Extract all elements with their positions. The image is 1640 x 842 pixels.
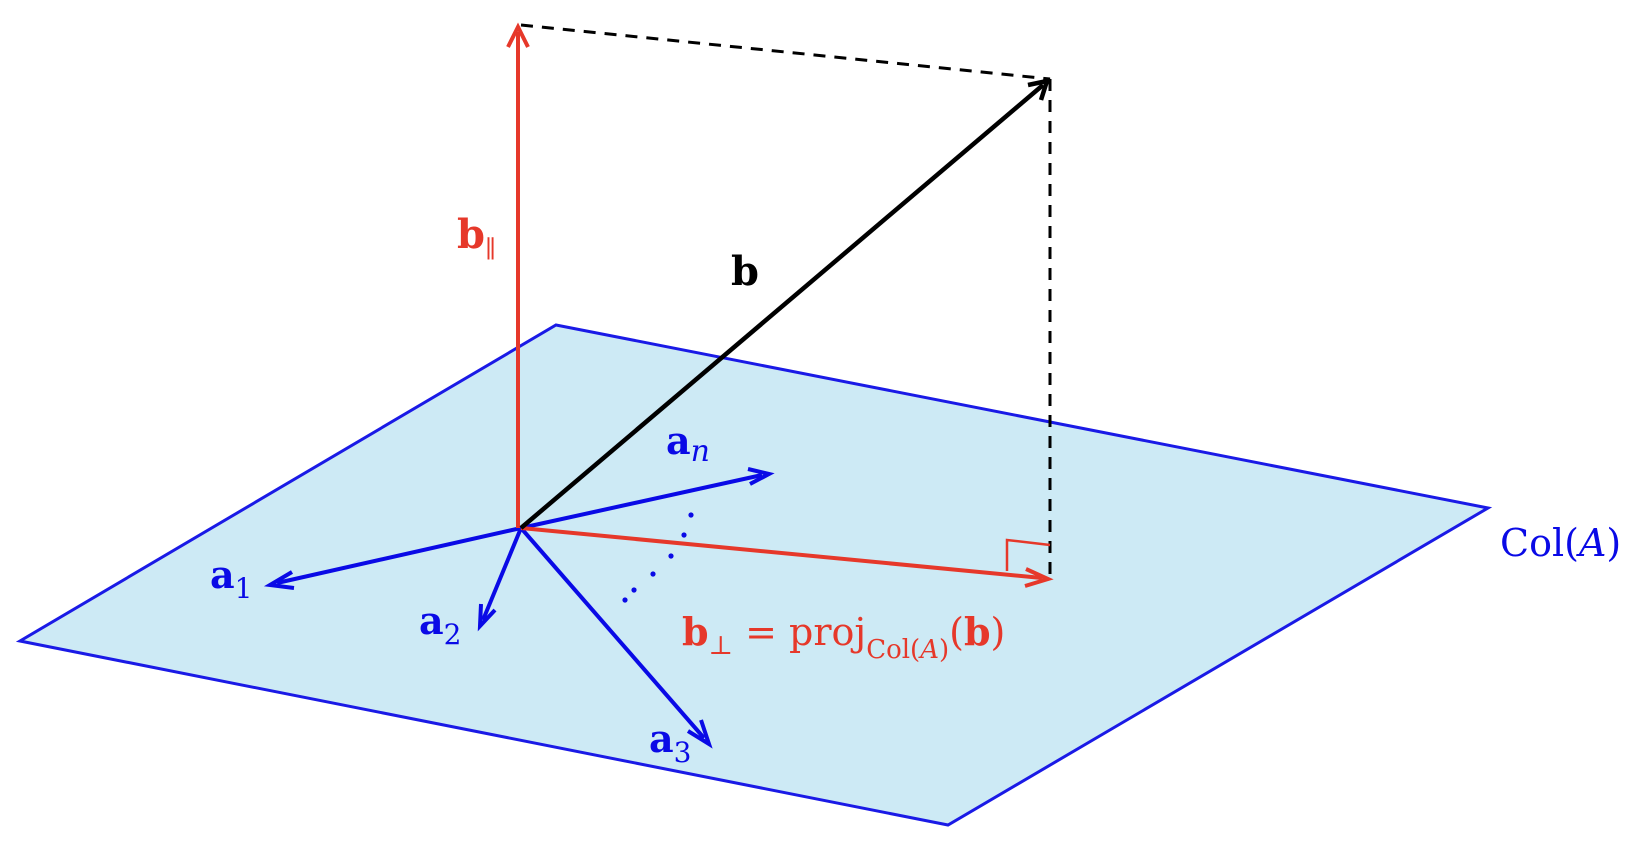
column-space-plane [15,323,1493,827]
a2-arrowhead-icon [477,603,497,632]
vector-a1 [263,526,522,590]
label-a-2: a2 [419,598,461,651]
label-a-3: a3 [649,716,691,769]
label-col-a-plane: Col(A) [1500,521,1621,565]
a3-arrowhead-icon [686,719,713,749]
label-a-n: an [666,418,710,469]
vector-b-parallel [506,22,530,528]
label-b-perp-projection: b⊥ = projCol(A)(b) [682,609,1005,665]
dashed-top-guide [520,23,1051,81]
vector-b-perp [520,526,1054,588]
label-b-parallel: b∥ [457,211,496,263]
label-b: b [731,248,759,295]
b-parallel-arrowhead-icon [506,22,530,48]
an-arrowhead-icon [747,467,775,486]
b-perp-arrowhead-icon [1024,567,1054,588]
basis-ellipsis-dots [622,512,694,603]
right-angle-marker-icon [1005,538,1051,571]
label-a-1: a1 [210,552,252,605]
vector-a3 [519,526,713,749]
vector-b [519,78,1051,530]
a1-arrowhead-icon [263,570,295,590]
vector-an [520,467,775,530]
vector-a2 [477,527,523,632]
b-arrowhead-icon [1027,78,1051,101]
